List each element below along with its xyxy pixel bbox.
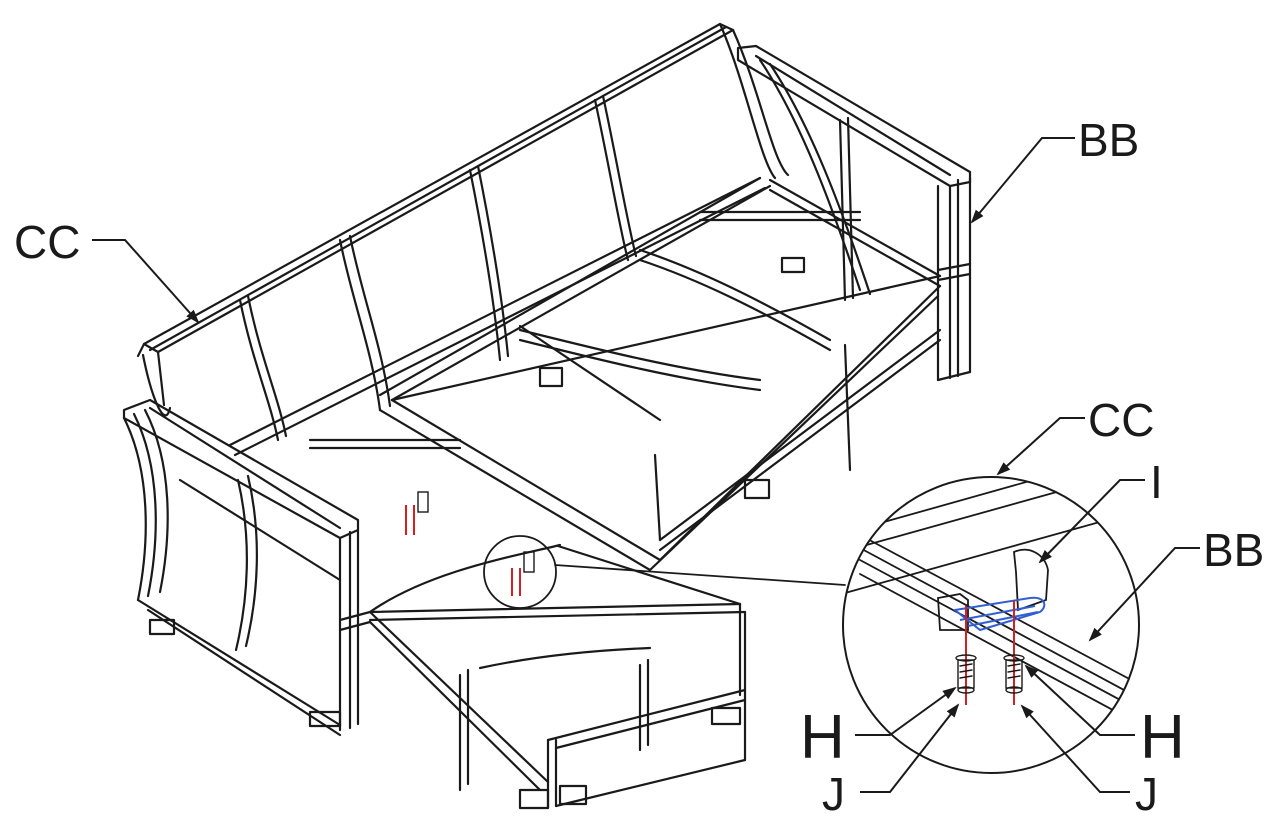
label-i-detail: I: [1150, 456, 1163, 508]
label-h-left: H: [800, 703, 845, 772]
label-cc-main: CC: [14, 216, 80, 268]
callout-leaders: [92, 137, 1200, 793]
right-arm: [736, 44, 972, 382]
detail-connector-line: [554, 564, 846, 586]
label-j-right: J: [1135, 768, 1158, 820]
sofa-frame: [122, 22, 972, 810]
main-screws: [405, 491, 535, 596]
seat-frame: [378, 176, 942, 572]
callout-labels: CC BB CC I BB H H J J: [14, 114, 1264, 820]
chaise: [308, 438, 747, 810]
backrest: [136, 22, 790, 457]
label-bb-detail: BB: [1203, 524, 1264, 576]
label-bb-main: BB: [1078, 114, 1139, 166]
label-j-left: J: [822, 768, 845, 820]
detail-locator-circle: [483, 535, 557, 609]
detail-view: [842, 476, 1140, 774]
label-h-right: H: [1140, 703, 1185, 772]
label-cc-detail: CC: [1088, 394, 1154, 446]
left-arm: [122, 398, 372, 737]
